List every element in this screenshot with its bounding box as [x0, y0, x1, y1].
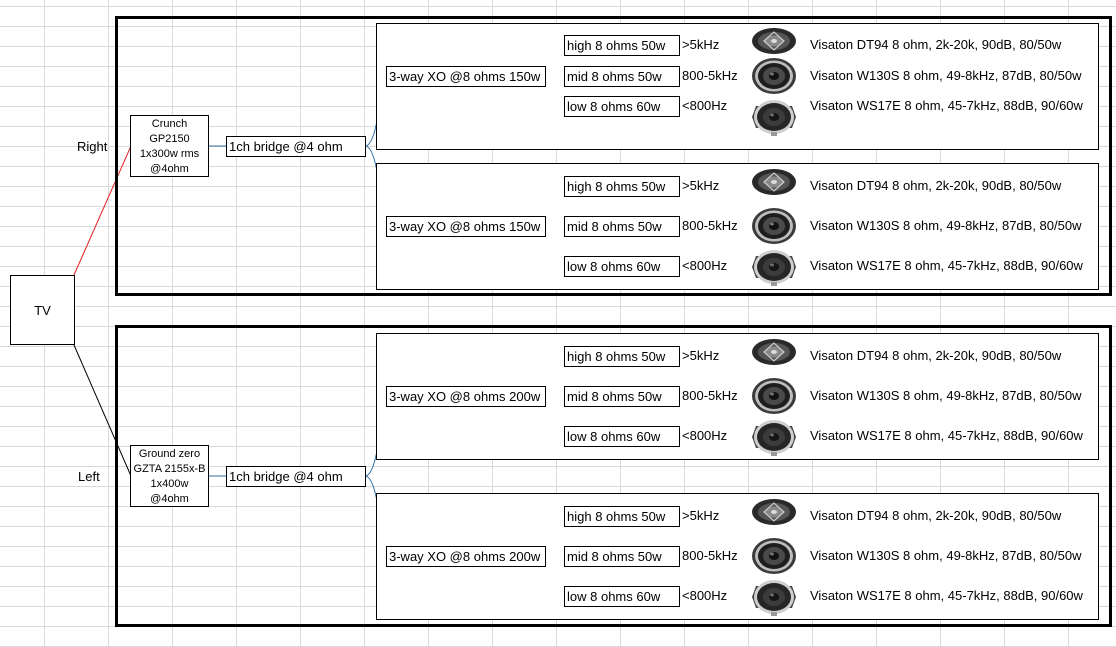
driver-model-label: Visaton DT94 8 ohm, 2k-20k, 90dB, 80/50w [810, 37, 1062, 52]
driver-model-label: Visaton W130S 8 ohm, 49-8kHz, 87dB, 80/5… [810, 218, 1082, 233]
driver-high-box: high 8 ohms 50w [564, 346, 680, 367]
driver-freq-label: 800-5kHz [682, 548, 738, 563]
driver-freq-label: >5kHz [682, 37, 720, 52]
right-side-label: Right [77, 139, 108, 154]
driver-mid-box: mid 8 ohms 50w [564, 386, 680, 407]
midrange-speaker-icon [750, 56, 798, 101]
midrange-speaker-icon [750, 206, 798, 251]
left-amplifier-box: Ground zero GZTA 2155x-B 1x400w @4ohm [130, 445, 209, 507]
driver-mid-box: mid 8 ohms 50w [564, 546, 680, 567]
left-channel-outline [115, 325, 1112, 627]
driver-freq-label: <800Hz [682, 258, 728, 273]
driver-model-label: Visaton W130S 8 ohm, 49-8kHz, 87dB, 80/5… [810, 548, 1082, 563]
driver-mid-box: mid 8 ohms 50w [564, 216, 680, 237]
woofer-icon [750, 246, 798, 293]
right-bridge-box: 1ch bridge @4 ohm [226, 136, 366, 157]
amp-line: GP2150 [149, 133, 190, 145]
tweeter-icon [750, 26, 798, 61]
driver-freq-label: <800Hz [682, 98, 728, 113]
driver-low-box: low 8 ohms 60w [564, 256, 680, 277]
driver-freq-label: 800-5kHz [682, 388, 738, 403]
right-channel-outline [115, 16, 1112, 296]
tv-box: TV [10, 275, 75, 345]
driver-low-box: low 8 ohms 60w [564, 426, 680, 447]
midrange-speaker-icon [750, 376, 798, 421]
driver-low-box: low 8 ohms 60w [564, 96, 680, 117]
left-side-label: Left [78, 469, 100, 484]
driver-model-label: Visaton DT94 8 ohm, 2k-20k, 90dB, 80/50w [810, 348, 1062, 363]
driver-model-label: Visaton WS17E 8 ohm, 45-7kHz, 88dB, 90/6… [810, 98, 1083, 113]
driver-mid-box: mid 8 ohms 50w [564, 66, 680, 87]
right-amplifier-box: Crunch GP2150 1x300w rms @4ohm [130, 115, 209, 177]
midrange-speaker-icon [750, 536, 798, 581]
driver-high-box: high 8 ohms 50w [564, 176, 680, 197]
woofer-icon [750, 576, 798, 623]
driver-model-label: Visaton WS17E 8 ohm, 45-7kHz, 88dB, 90/6… [810, 428, 1083, 443]
crossover-box: 3-way XO @8 ohms 150w [386, 216, 546, 237]
tweeter-icon [750, 167, 798, 202]
driver-model-label: Visaton W130S 8 ohm, 49-8kHz, 87dB, 80/5… [810, 388, 1082, 403]
tweeter-icon [750, 337, 798, 372]
crossover-box: 3-way XO @8 ohms 200w [386, 386, 546, 407]
amp-line: Crunch [151, 118, 188, 130]
amp-line: 1x400w [150, 478, 189, 490]
driver-freq-label: >5kHz [682, 348, 720, 363]
amp-line: 1x300w rms [139, 148, 200, 160]
driver-model-label: Visaton WS17E 8 ohm, 45-7kHz, 88dB, 90/6… [810, 258, 1083, 273]
driver-low-box: low 8 ohms 60w [564, 586, 680, 607]
crossover-box: 3-way XO @8 ohms 200w [386, 546, 546, 567]
driver-freq-label: 800-5kHz [682, 218, 738, 233]
amp-line: Ground zero [138, 448, 201, 460]
driver-freq-label: <800Hz [682, 428, 728, 443]
amp-line: @4ohm [150, 163, 189, 175]
driver-high-box: high 8 ohms 50w [564, 35, 680, 56]
amp-line: @4ohm [150, 493, 189, 505]
driver-model-label: Visaton WS17E 8 ohm, 45-7kHz, 88dB, 90/6… [810, 588, 1083, 603]
tweeter-icon [750, 497, 798, 532]
driver-freq-label: 800-5kHz [682, 68, 738, 83]
amp-line: GZTA 2155x-B [133, 463, 206, 475]
woofer-icon [750, 416, 798, 463]
driver-model-label: Visaton W130S 8 ohm, 49-8kHz, 87dB, 80/5… [810, 68, 1082, 83]
left-bridge-box: 1ch bridge @4 ohm [226, 466, 366, 487]
driver-freq-label: >5kHz [682, 508, 720, 523]
woofer-icon [750, 96, 798, 143]
driver-freq-label: >5kHz [682, 178, 720, 193]
driver-model-label: Visaton DT94 8 ohm, 2k-20k, 90dB, 80/50w [810, 508, 1062, 523]
driver-model-label: Visaton DT94 8 ohm, 2k-20k, 90dB, 80/50w [810, 178, 1062, 193]
driver-freq-label: <800Hz [682, 588, 728, 603]
driver-high-box: high 8 ohms 50w [564, 506, 680, 527]
crossover-box: 3-way XO @8 ohms 150w [386, 66, 546, 87]
tv-label: TV [34, 302, 51, 318]
